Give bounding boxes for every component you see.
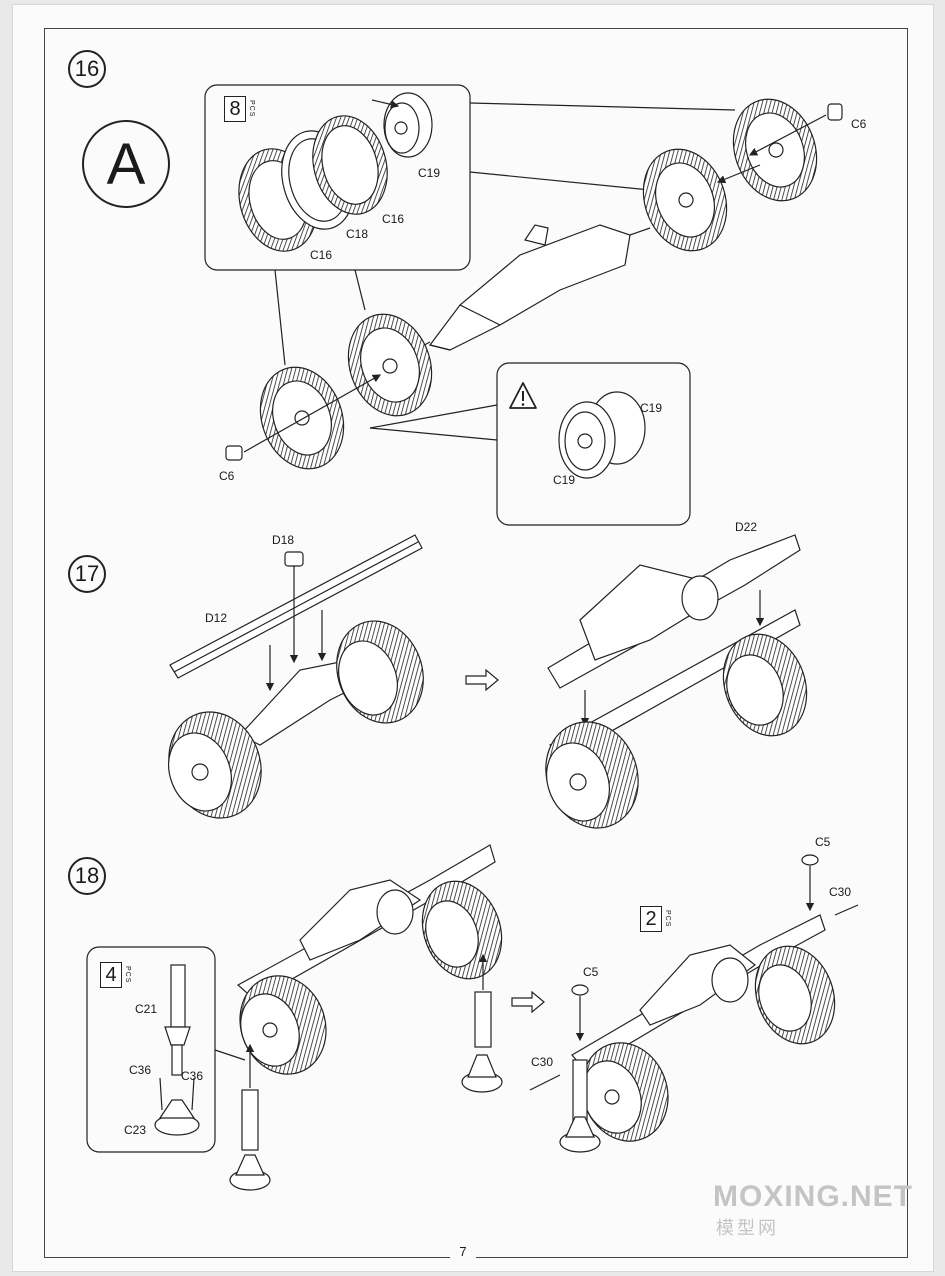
- step-number-16: 16: [68, 50, 106, 88]
- quantity-count: 4: [100, 962, 122, 988]
- part-label: C5: [583, 965, 599, 979]
- quantity-unit: PCS: [248, 100, 255, 118]
- part-label: C5: [815, 835, 831, 849]
- part-label: C16: [310, 248, 333, 262]
- quantity-badge: 4 PCS: [100, 962, 131, 988]
- quantity-unit: PCS: [124, 966, 131, 984]
- page-number: 7: [450, 1244, 476, 1259]
- quantity-unit: PCS: [664, 910, 671, 928]
- part-label: C19: [640, 401, 663, 415]
- part-label: C18: [346, 227, 369, 241]
- part-label: C23: [124, 1123, 147, 1137]
- step-number-18: 18: [68, 857, 106, 895]
- part-label: C36: [129, 1063, 152, 1077]
- part-label: C30: [829, 885, 852, 899]
- part-label: C30: [531, 1055, 554, 1069]
- quantity-badge: 8 PCS: [224, 96, 255, 122]
- step-number-17: 17: [68, 555, 106, 593]
- warning-triangle-icon: [509, 382, 537, 409]
- part-label: C21: [135, 1002, 158, 1016]
- part-label: D18: [272, 533, 295, 547]
- variant-badge: A: [82, 120, 170, 208]
- quantity-count: 2: [640, 906, 662, 932]
- part-label: C6: [851, 117, 867, 131]
- part-label: C36: [181, 1069, 204, 1083]
- part-label: C19: [418, 166, 441, 180]
- part-label: D22: [735, 520, 758, 534]
- part-label: D12: [205, 611, 228, 625]
- arrow-right-icon: [465, 668, 499, 692]
- watermark-chinese: 模型网: [716, 1218, 779, 1238]
- arrow-right-icon: [511, 990, 545, 1014]
- quantity-count: 8: [224, 96, 246, 122]
- page-border: [44, 28, 908, 1258]
- part-label: C16: [382, 212, 405, 226]
- quantity-badge: 2 PCS: [640, 906, 671, 932]
- part-label: C19: [553, 473, 576, 487]
- watermark-brand: MOXING.NET: [713, 1180, 914, 1213]
- part-label: C6: [219, 469, 235, 483]
